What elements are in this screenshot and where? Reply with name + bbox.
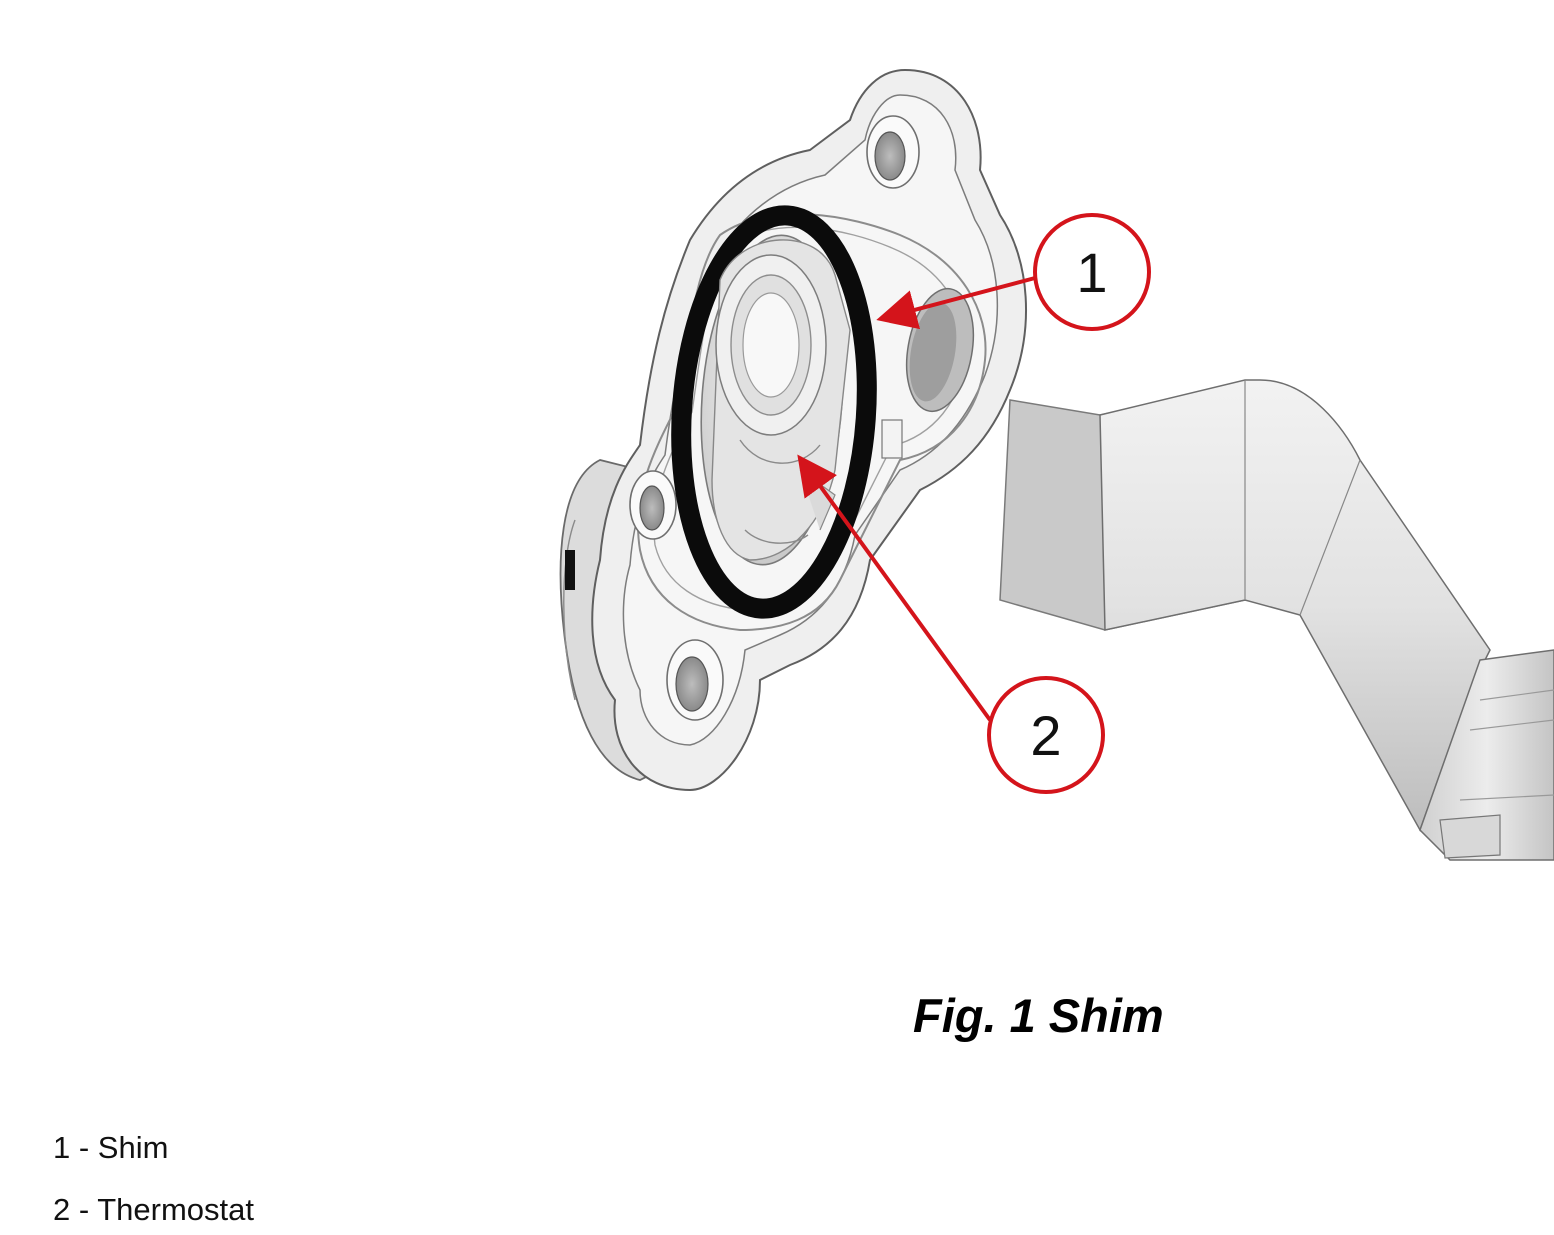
thermostat-housing-figure: 1 2 — [559, 68, 1554, 861]
bolt-hole-bottom — [666, 639, 724, 721]
callout-1: 1 — [876, 213, 1151, 331]
callout-2-arrow — [797, 454, 992, 722]
figure-caption: Fig. 1 Shim — [913, 989, 1164, 1042]
callout-1-circle — [1033, 213, 1151, 331]
shim-ring — [671, 205, 877, 619]
legend-item-thermostat: 2 - Thermostat — [53, 1192, 255, 1227]
outlet-pipe — [999, 379, 1554, 861]
callout-1-number: 1 — [1076, 241, 1107, 304]
callout-2: 2 — [797, 454, 1105, 794]
callout-1-arrow — [876, 276, 1036, 330]
legend-item-shim: 1 - Shim — [53, 1130, 169, 1165]
callout-2-number: 2 — [1030, 704, 1061, 767]
bolt-hole-left — [629, 470, 677, 540]
bolt-hole-top — [866, 115, 920, 189]
callout-2-circle — [987, 676, 1105, 794]
